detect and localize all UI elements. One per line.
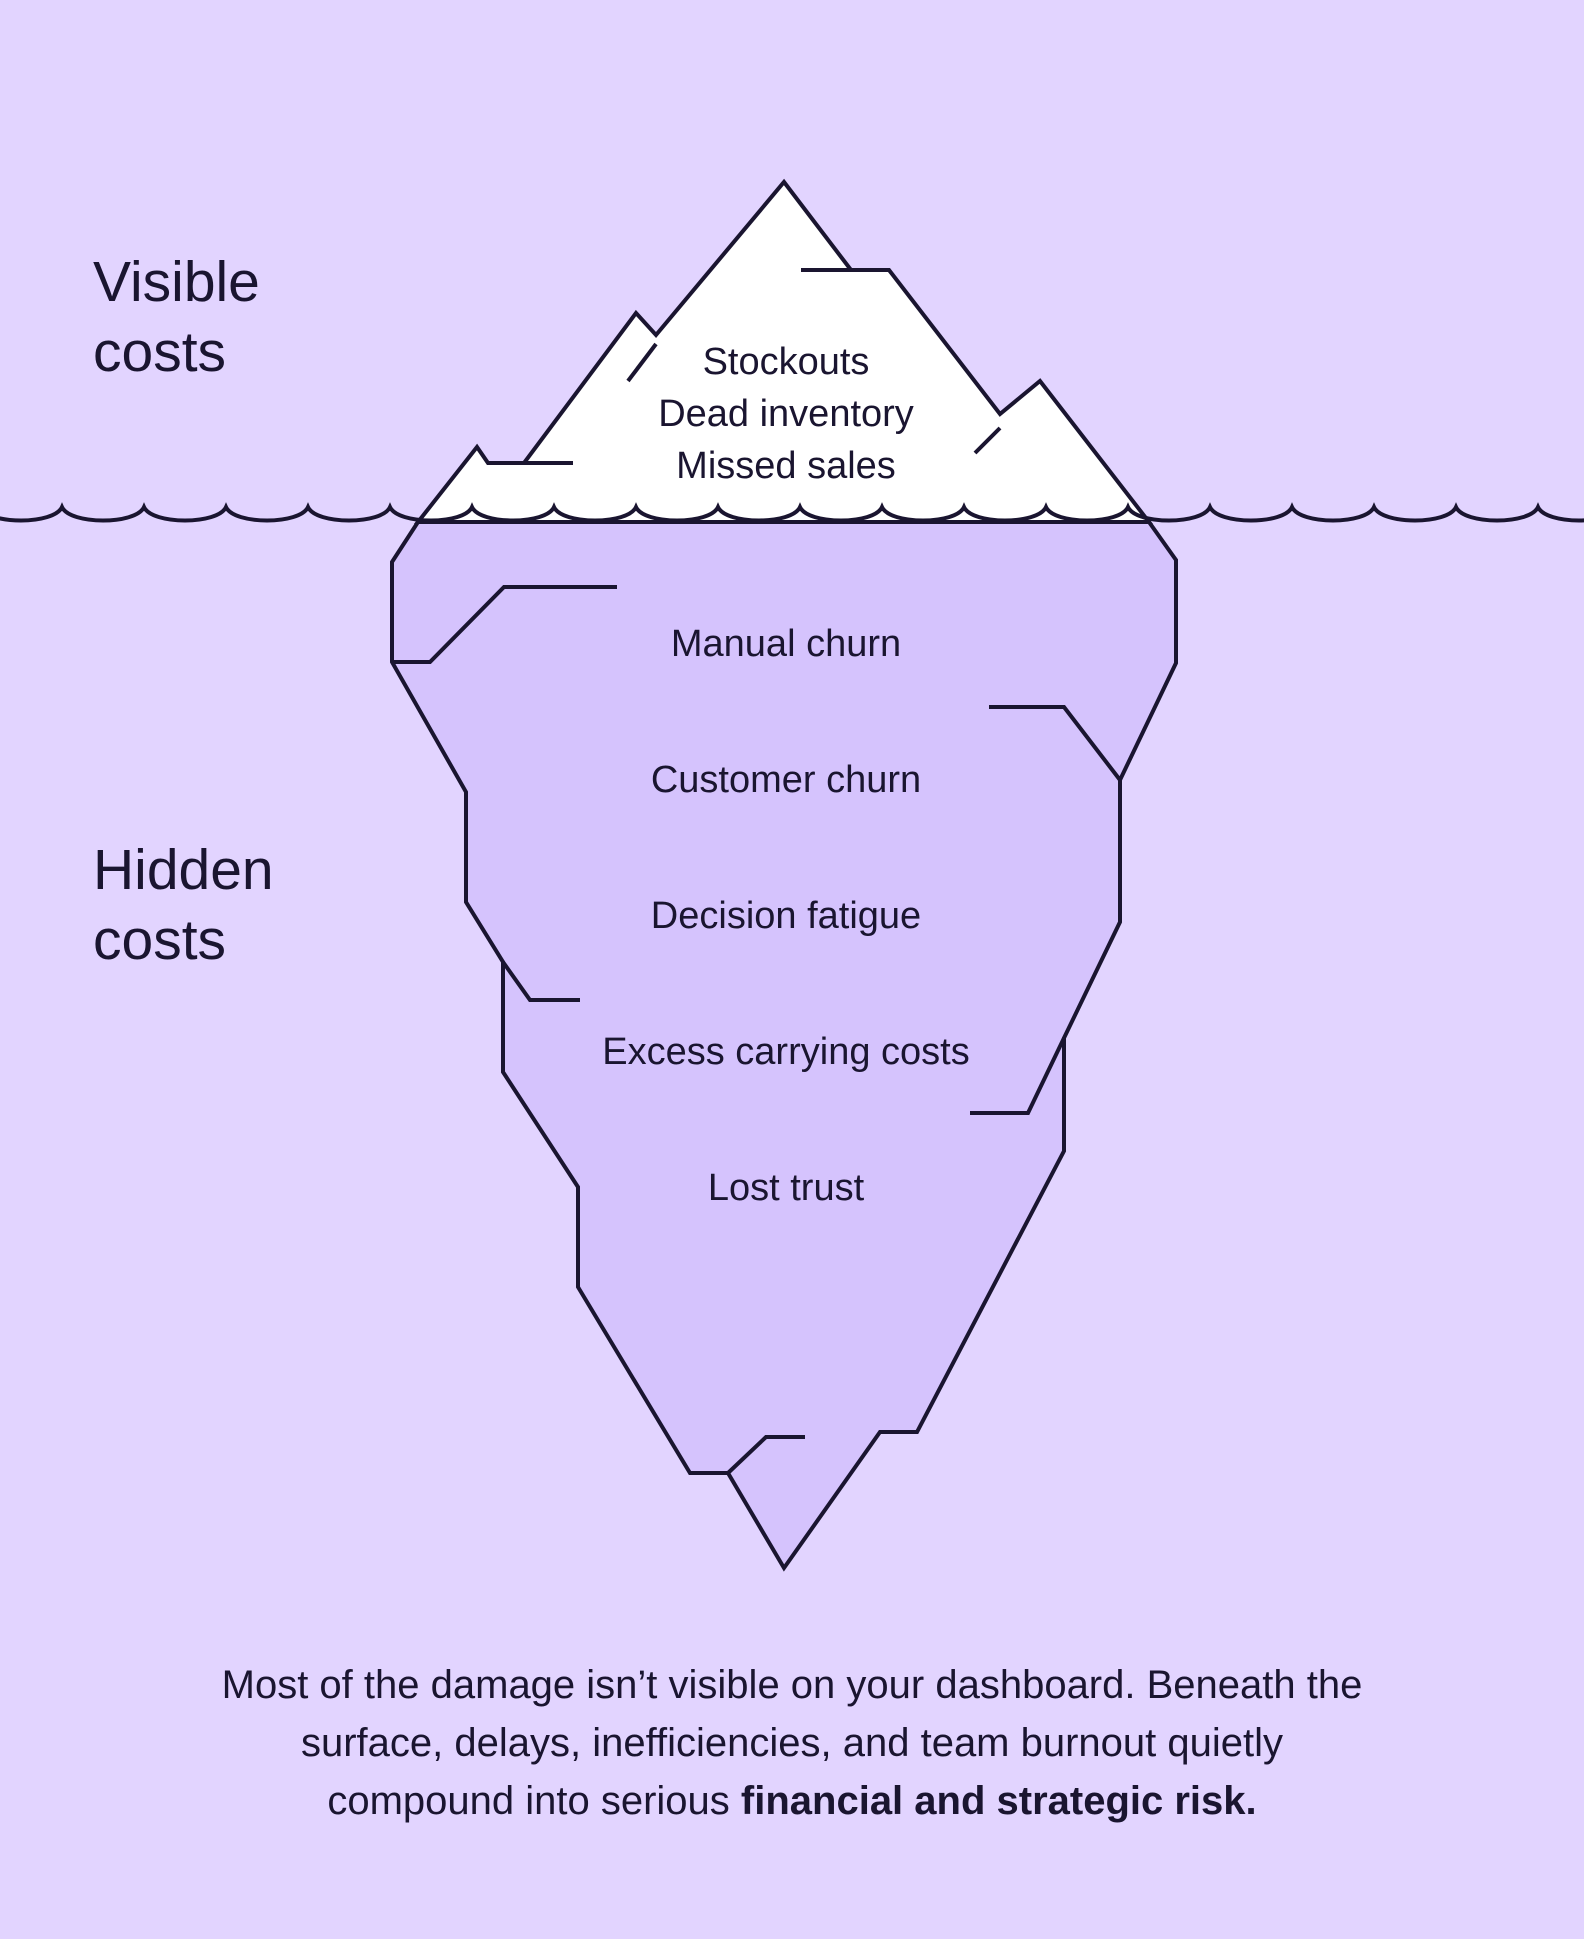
caption-line2: surface, delays, inefficiencies, and tea… <box>300 1721 1284 1765</box>
visible-cost-item: Dead inventory <box>658 393 914 435</box>
visible-costs-heading: Visible costs <box>93 247 260 387</box>
visible-cost-item: Missed sales <box>676 445 896 487</box>
visible-costs-heading-line2: costs <box>93 320 227 384</box>
hidden-cost-item: Excess carrying costs <box>602 1031 970 1073</box>
visible-cost-item: Stockouts <box>702 341 870 383</box>
hidden-costs-heading-line1: Hidden <box>93 838 274 902</box>
hidden-costs-heading-line2: costs <box>93 908 227 972</box>
under-crack-2 <box>989 705 1122 782</box>
iceberg-underwater <box>390 520 1178 1572</box>
caption-line1: Most of the damage isn’t visible on your… <box>221 1663 1363 1707</box>
water-line <box>0 502 1584 523</box>
hidden-cost-item: Decision fatigue <box>650 895 922 937</box>
hidden-cost-item: Manual churn <box>670 623 902 665</box>
tip-crack-left <box>626 342 658 383</box>
caption-line3-regular: compound into serious <box>327 1779 741 1823</box>
caption-line3-bold: financial and strategic risk. <box>740 1779 1257 1823</box>
visible-costs-heading-line1: Visible <box>93 250 260 314</box>
hidden-cost-item: Customer churn <box>650 759 922 801</box>
under-crack-3 <box>501 960 580 1002</box>
iceberg-tip <box>413 178 1154 524</box>
hidden-cost-item: Lost trust <box>707 1167 865 1209</box>
under-crack-1 <box>392 585 617 664</box>
iceberg-cracks <box>392 268 1122 1475</box>
tip-crack-right <box>973 426 1002 455</box>
under-crack-4 <box>970 1037 1066 1115</box>
hidden-costs-heading: Hidden costs <box>93 835 274 975</box>
under-crack-5 <box>726 1435 805 1475</box>
caption-line3: compound into serious financial and stra… <box>100 1772 1484 1830</box>
caption: Most of the damage isn’t visible on your… <box>100 1656 1484 1830</box>
